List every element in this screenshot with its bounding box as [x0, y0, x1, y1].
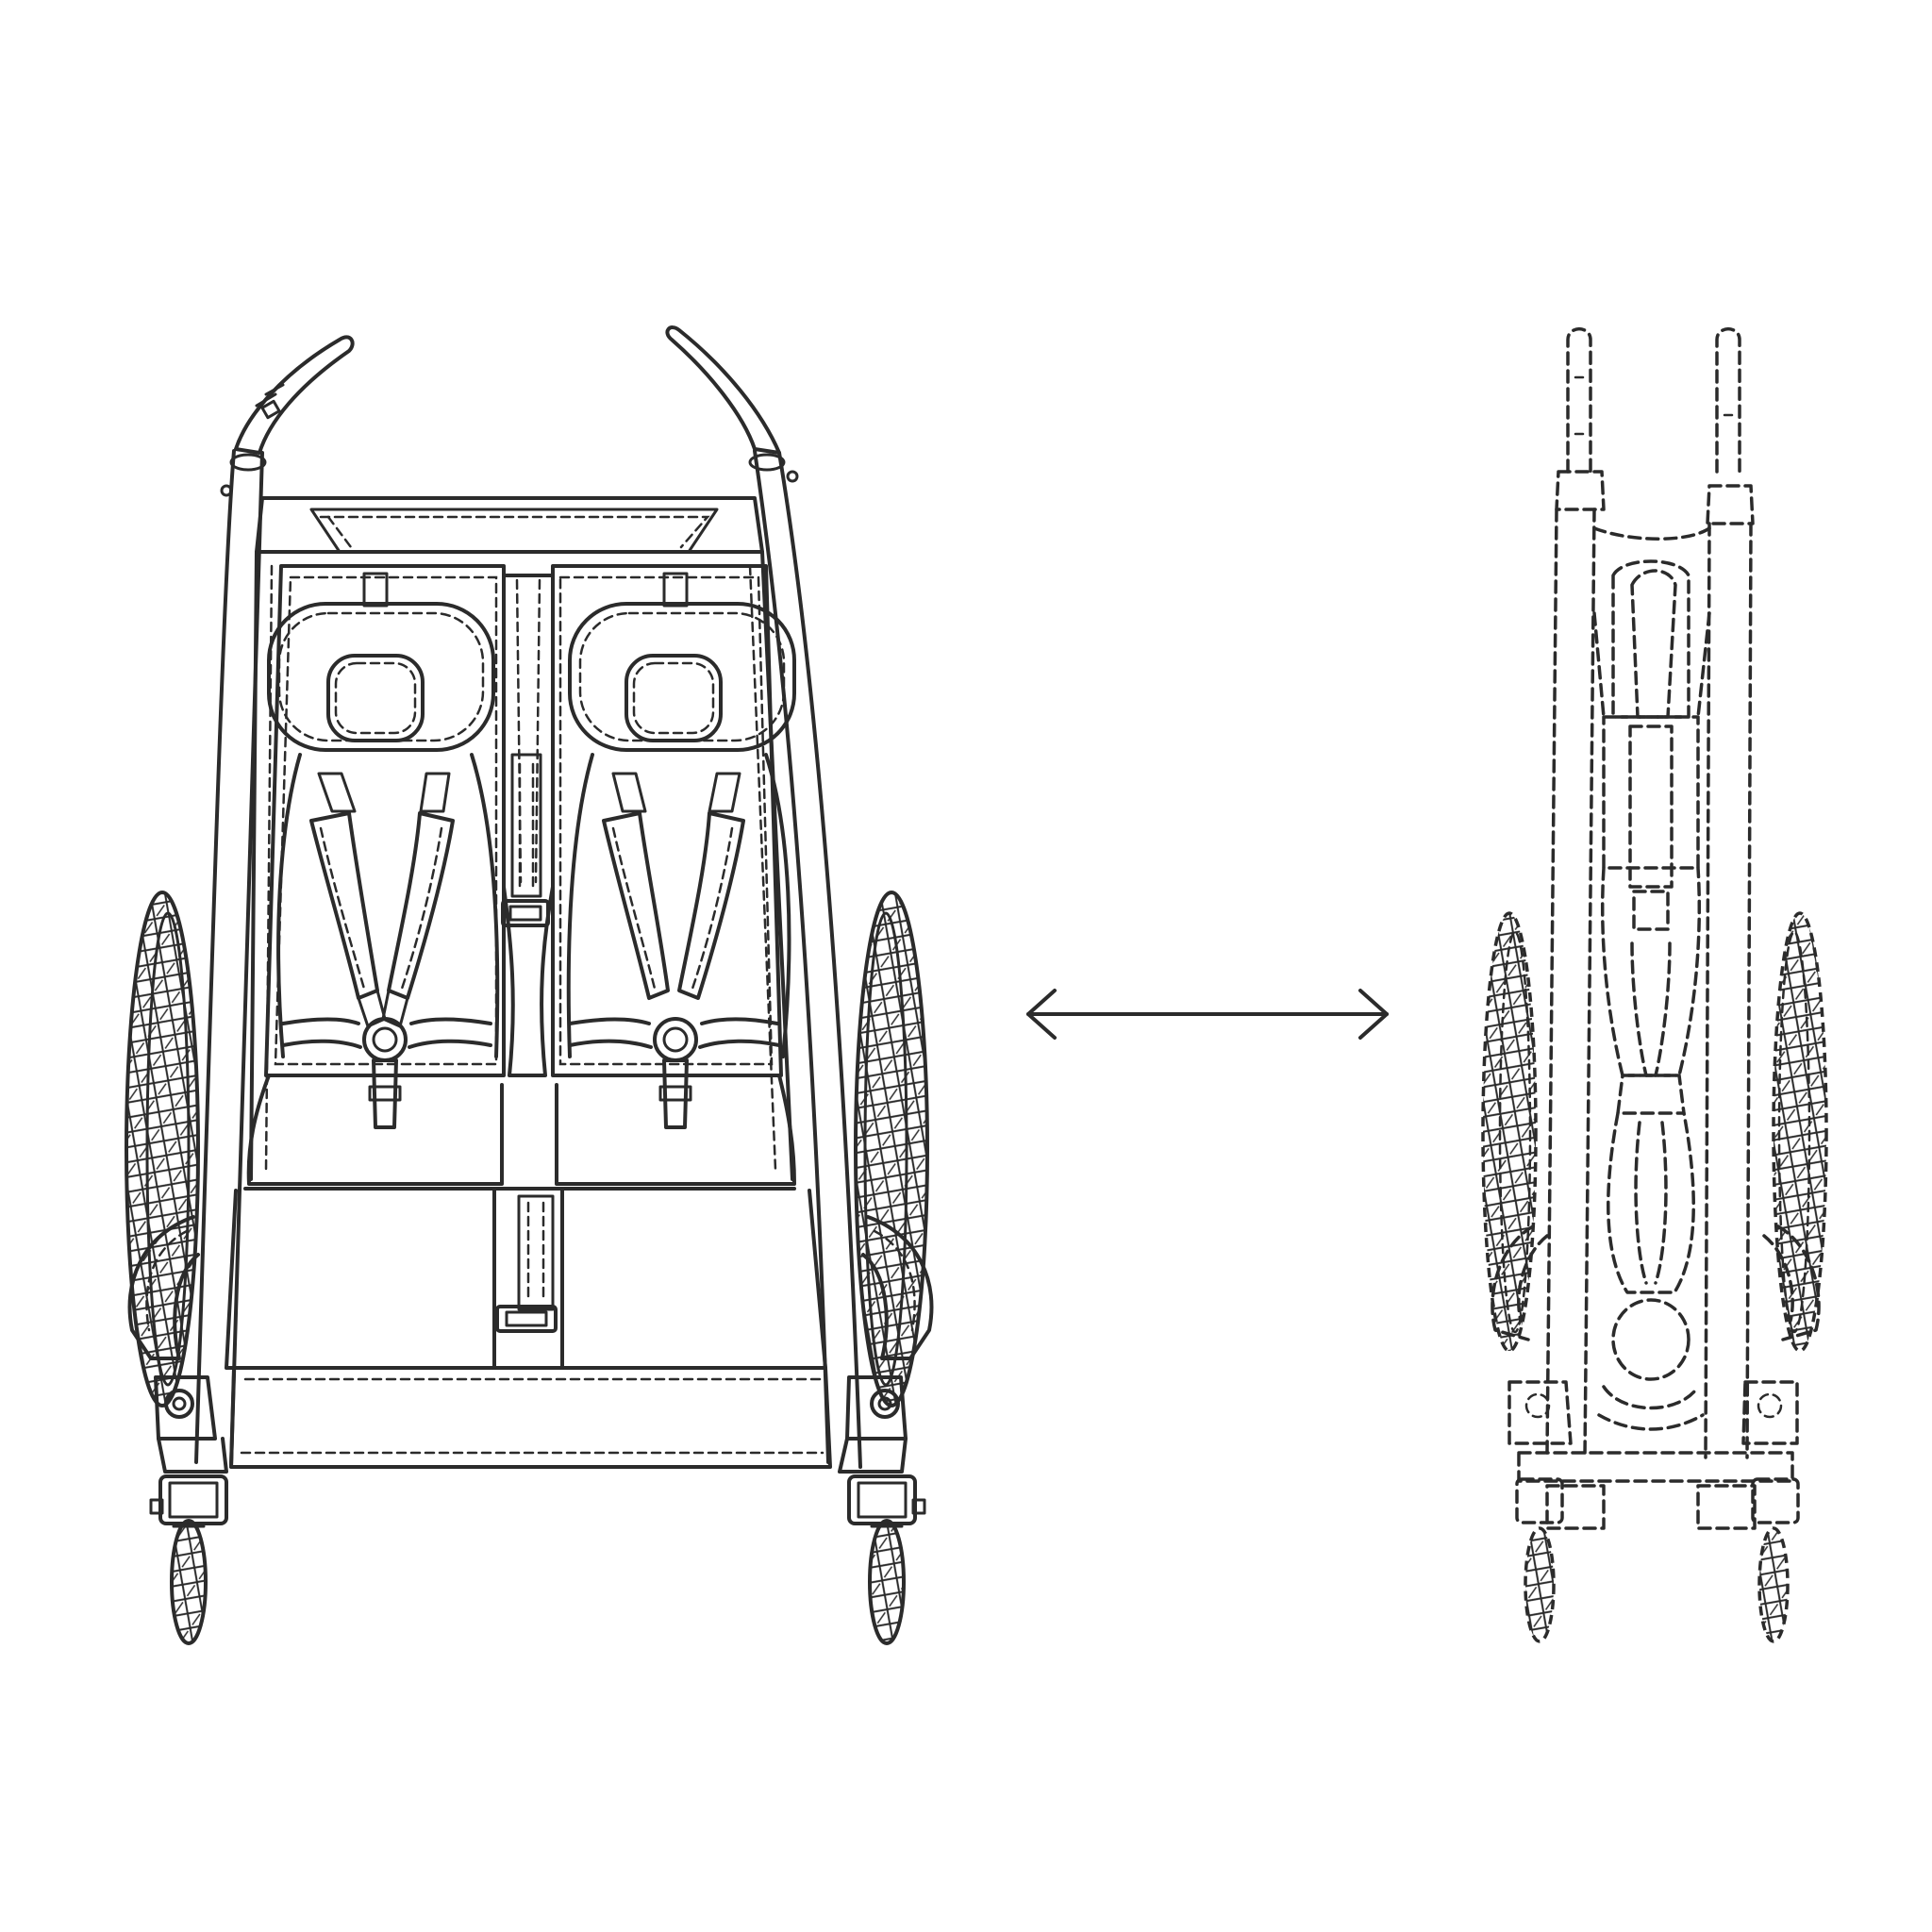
left-handlebar: [234, 335, 355, 455]
left-wheel-arm: [127, 1215, 200, 1360]
folded-front-casters: [1515, 1477, 1800, 1643]
frame-right-tube: [748, 449, 862, 1469]
folded-wheel-arms: [1491, 1224, 1821, 1341]
seat-cushions: [225, 1074, 827, 1370]
unfolded-trailer: [125, 325, 934, 1645]
right-front-caster: [847, 1474, 926, 1645]
left-axle-hub: [154, 1375, 228, 1474]
left-harness: [281, 772, 492, 1129]
folded-right-handle: [1706, 327, 1755, 525]
right-wheel-arm: [861, 1215, 934, 1360]
double-headed-arrow: [1026, 989, 1389, 1040]
right-axle-hub: [838, 1375, 908, 1474]
center-divider: [501, 574, 555, 1077]
cabin-base: [229, 1366, 832, 1469]
folded-base: [1507, 1380, 1799, 1530]
left-rear-wheel: [125, 891, 200, 1407]
folded-left-handle: [1555, 327, 1606, 511]
folded-seat-assembly: [1592, 526, 1711, 1431]
folded-left-wheel: [1481, 911, 1538, 1353]
right-seat: [551, 564, 796, 1077]
right-handlebar: [665, 325, 799, 483]
left-seat: [264, 564, 506, 1077]
folded-right-wheel: [1772, 911, 1828, 1353]
folded-frame-tubes: [1545, 508, 1753, 1459]
folded-trailer: [1481, 327, 1828, 1643]
left-front-caster: [149, 1474, 228, 1645]
right-harness: [568, 772, 781, 1129]
right-rear-wheel: [854, 891, 929, 1407]
